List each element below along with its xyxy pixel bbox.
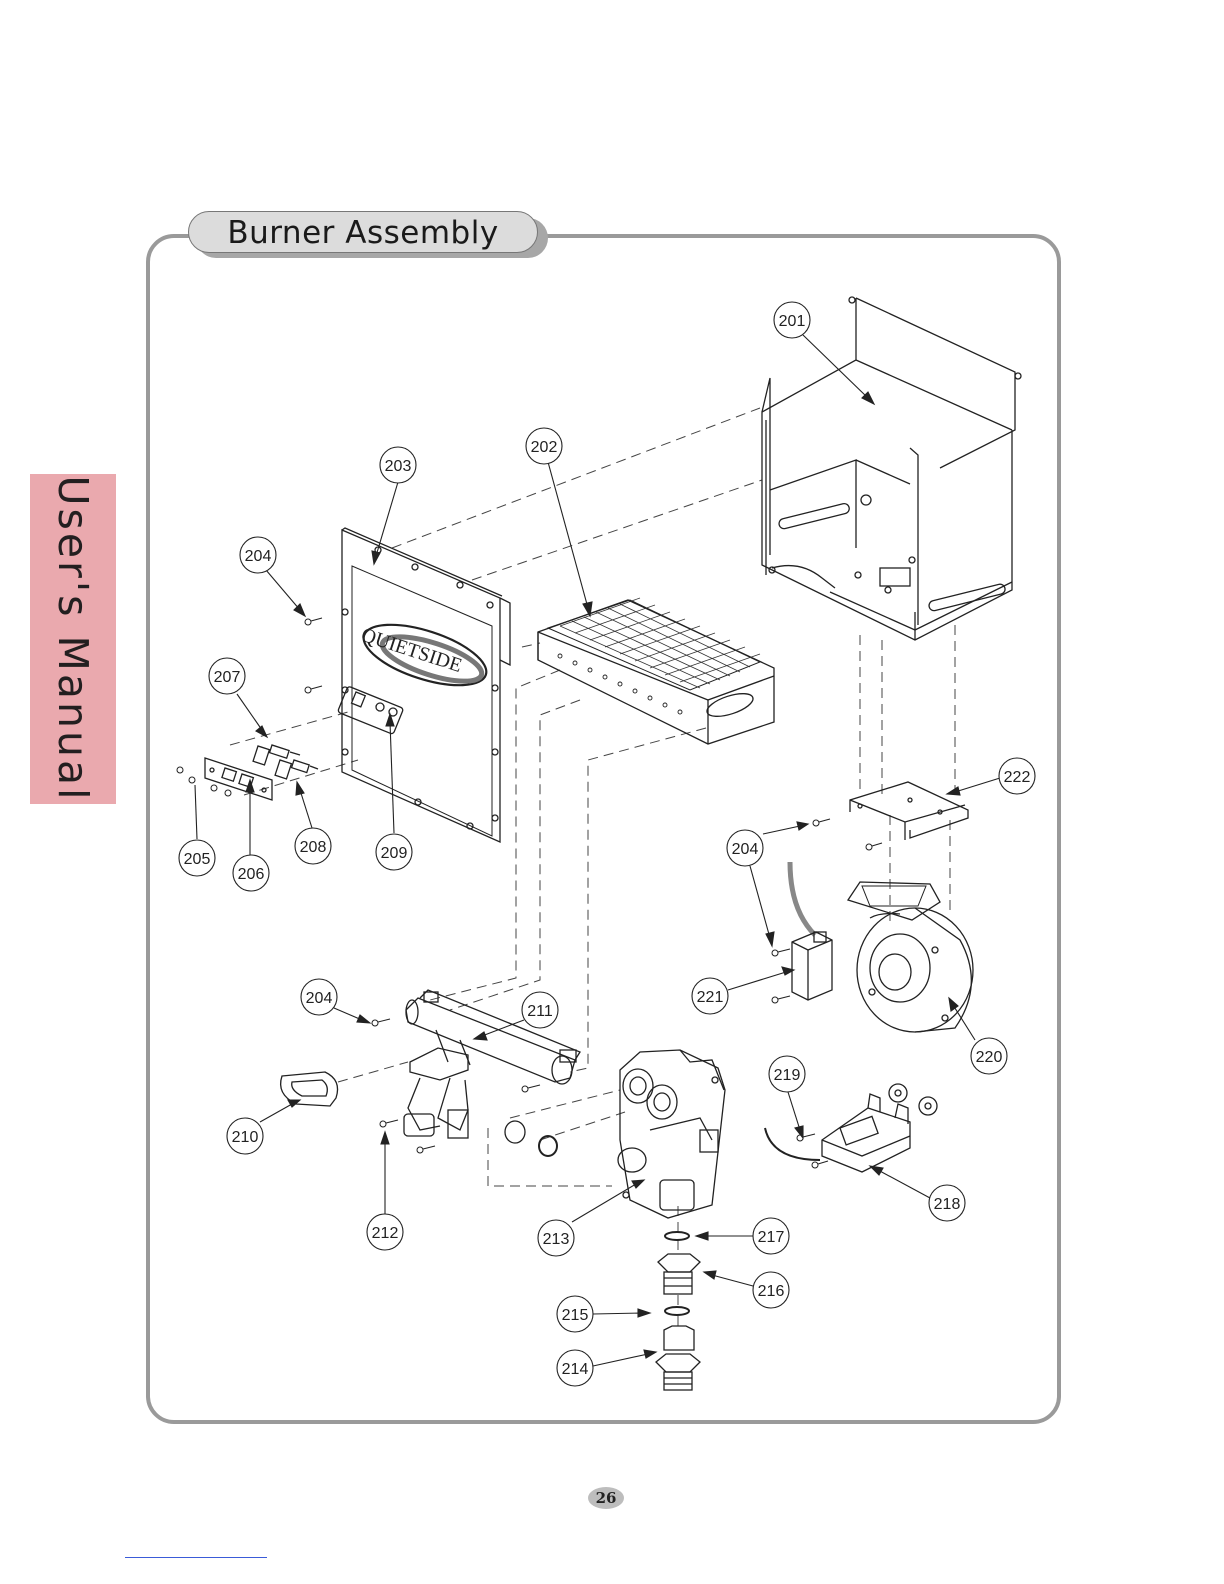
- svg-text:210: 210: [232, 1129, 259, 1146]
- callouts: 201 202 203 204 207 205 206 208 209 222 …: [179, 302, 1035, 1386]
- svg-text:213: 213: [543, 1231, 570, 1248]
- callout-219: 219: [769, 1056, 805, 1092]
- bracket-222: [850, 782, 968, 840]
- callout-203: 203: [380, 447, 416, 483]
- callout-212: 212: [367, 1214, 403, 1250]
- callout-201: 201: [774, 302, 810, 338]
- svg-text:211: 211: [527, 1003, 553, 1020]
- svg-text:215: 215: [562, 1307, 589, 1324]
- svg-text:204: 204: [732, 841, 759, 858]
- pressure-switch-218: [765, 1084, 937, 1172]
- callout-205: 205: [179, 840, 215, 876]
- callout-216: 216: [753, 1272, 789, 1308]
- callout-215: 215: [557, 1296, 593, 1332]
- svg-text:221: 221: [697, 989, 724, 1006]
- front-cover-203: QUIETSIDE: [338, 528, 510, 842]
- main-frame-box-201: [762, 297, 1021, 640]
- svg-text:214: 214: [562, 1361, 589, 1378]
- page-number: 26: [596, 1489, 617, 1507]
- svg-text:201: 201: [779, 313, 806, 330]
- svg-text:208: 208: [300, 839, 327, 856]
- callout-207: 207: [209, 658, 245, 694]
- callout-209: 209: [376, 834, 412, 870]
- footer-link-line[interactable]: [125, 1557, 267, 1558]
- burner-202: [538, 598, 774, 744]
- svg-text:204: 204: [245, 548, 272, 565]
- callout-204: 204: [301, 979, 337, 1015]
- callout-210: 210: [227, 1118, 263, 1154]
- ignition-transformer-221: [790, 862, 832, 1000]
- callout-213: 213: [538, 1220, 574, 1256]
- svg-text:218: 218: [934, 1196, 961, 1213]
- svg-text:216: 216: [758, 1283, 785, 1300]
- svg-text:205: 205: [184, 851, 211, 868]
- callout-214: 214: [557, 1350, 593, 1386]
- callout-204: 204: [240, 537, 276, 573]
- callout-222: 222: [999, 758, 1035, 794]
- callout-211: 211: [522, 992, 558, 1028]
- svg-text:203: 203: [385, 458, 412, 475]
- electrode-208: [275, 760, 318, 779]
- svg-text:202: 202: [531, 439, 558, 456]
- gas-pipe-212: [404, 1030, 470, 1138]
- svg-text:209: 209: [381, 845, 408, 862]
- callout-221: 221: [692, 978, 728, 1014]
- callout-206: 206: [233, 855, 269, 891]
- callout-208: 208: [295, 828, 331, 864]
- svg-text:207: 207: [214, 669, 241, 686]
- svg-text:220: 220: [976, 1049, 1003, 1066]
- fan-220: [848, 882, 973, 1032]
- callout-220: 220: [971, 1038, 1007, 1074]
- svg-text:217: 217: [758, 1229, 785, 1246]
- callout-204: 204: [727, 830, 763, 866]
- page-number-badge: 26: [588, 1487, 624, 1509]
- callout-202: 202: [526, 428, 562, 464]
- svg-text:219: 219: [774, 1067, 801, 1084]
- callout-217: 217: [753, 1218, 789, 1254]
- fittings-214-217: [656, 1232, 700, 1390]
- svg-text:204: 204: [306, 990, 333, 1007]
- dashed-assembly-lines: [230, 408, 955, 1328]
- svg-text:212: 212: [372, 1225, 399, 1242]
- svg-text:222: 222: [1004, 769, 1031, 786]
- callout-218: 218: [929, 1185, 965, 1221]
- svg-text:206: 206: [238, 866, 265, 883]
